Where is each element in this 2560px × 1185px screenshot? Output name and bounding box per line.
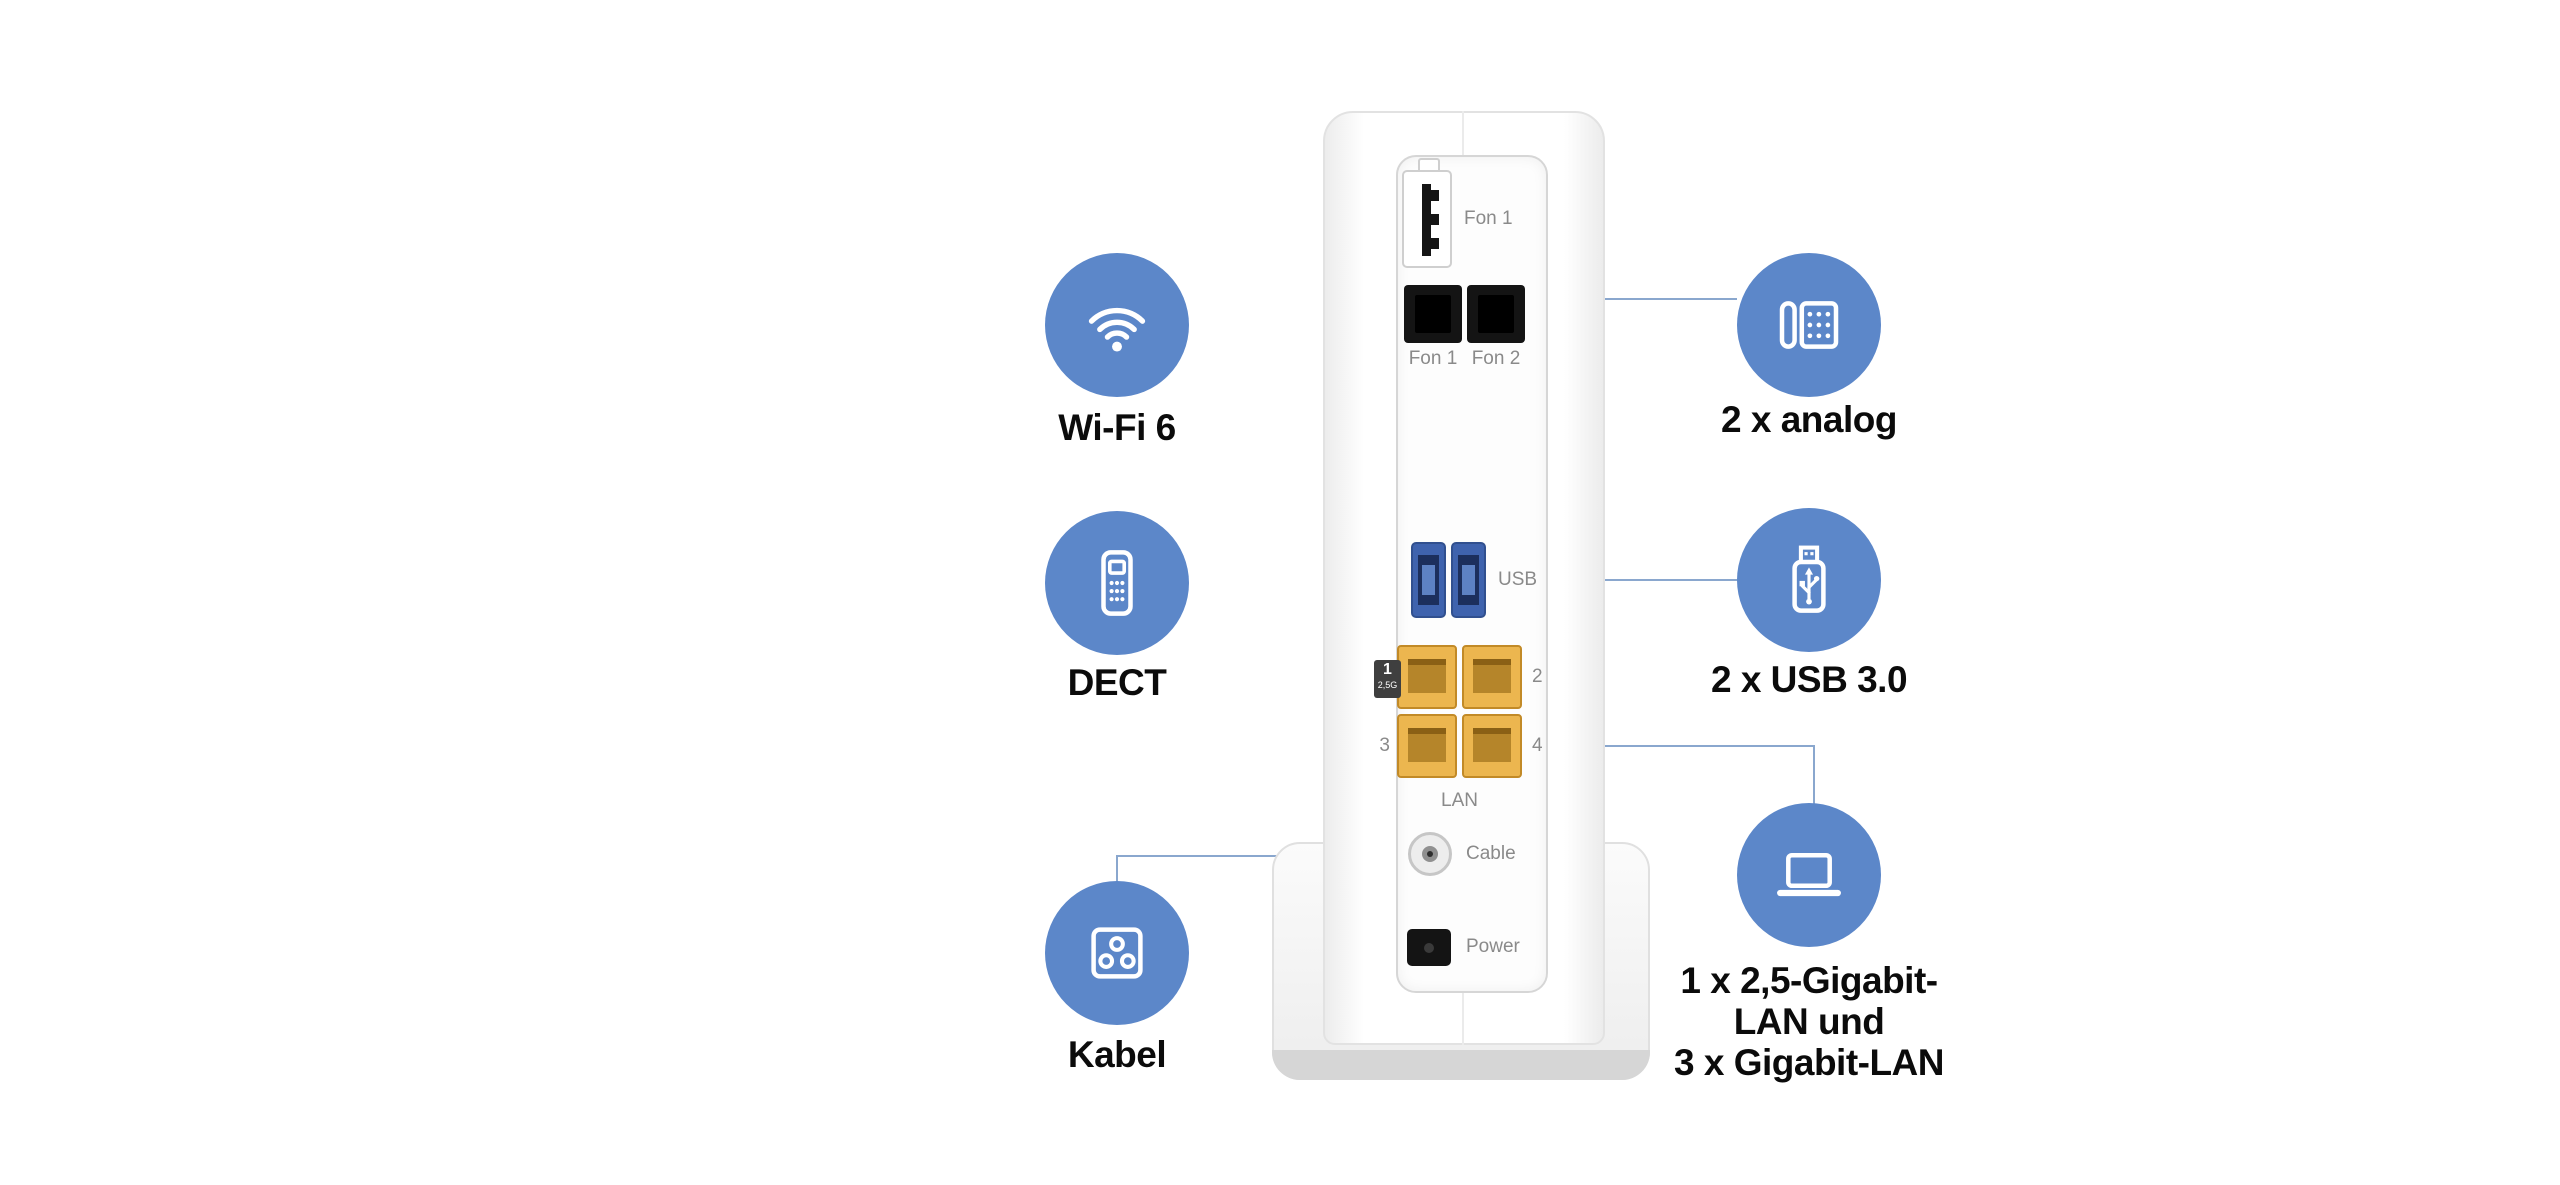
usb-stick-icon bbox=[1792, 545, 1826, 613]
dect-handset-icon bbox=[1101, 550, 1133, 616]
lan-port-1-hole bbox=[1408, 659, 1446, 693]
analog-feature-circle bbox=[1737, 253, 1881, 397]
cable-coax-connector bbox=[1408, 832, 1452, 876]
connector-line-kabel-vertical bbox=[1116, 855, 1118, 883]
power-port-label: Power bbox=[1466, 936, 1520, 957]
lan-port-3-label: 3 bbox=[1379, 735, 1390, 756]
cable-coax-pin bbox=[1427, 851, 1433, 857]
kabel-feature-label: Kabel bbox=[1067, 1034, 1167, 1075]
power-jack bbox=[1407, 929, 1451, 966]
cable-socket-icon bbox=[1091, 927, 1143, 979]
wifi-icon bbox=[1088, 307, 1146, 352]
usb-feature-label: 2 x USB 3.0 bbox=[1710, 659, 1908, 700]
lan-feature-label: 1 x 2,5-Gigabit- LAN und 3 x Gigabit-LAN bbox=[1609, 960, 2009, 1083]
lan-feature-label-line1: 1 x 2,5-Gigabit- bbox=[1680, 960, 1938, 1001]
usb-port-2 bbox=[1451, 542, 1486, 618]
lan-port-2-hole bbox=[1473, 659, 1511, 693]
lan-feature-label-line3: 3 x Gigabit-LAN bbox=[1673, 1042, 1945, 1083]
lan-port-3 bbox=[1397, 714, 1457, 778]
tae-notch bbox=[1431, 214, 1439, 225]
connector-line-lan-vertical bbox=[1813, 745, 1815, 805]
cable-coax-inner bbox=[1422, 846, 1438, 862]
usb-port-2-slot bbox=[1458, 555, 1479, 605]
lan-feature-label-line2: LAN und bbox=[1733, 1001, 1885, 1042]
power-jack-hole bbox=[1424, 942, 1434, 953]
laptop-icon bbox=[1777, 852, 1841, 897]
dect-feature-label: DECT bbox=[1067, 662, 1167, 703]
lan-port-4 bbox=[1462, 714, 1522, 778]
kabel-feature-circle bbox=[1045, 881, 1189, 1025]
usb-ports-label: USB bbox=[1498, 569, 1538, 590]
wifi-feature-circle bbox=[1045, 253, 1189, 397]
lan-port-1-number: 1 bbox=[1383, 661, 1392, 678]
tae-notch bbox=[1431, 238, 1439, 249]
fon1-port bbox=[1404, 285, 1462, 343]
lan-port-2 bbox=[1462, 645, 1522, 709]
usb-port-1-slot bbox=[1418, 555, 1439, 605]
tae-slot bbox=[1422, 184, 1431, 256]
fon1-port-hole bbox=[1415, 295, 1451, 333]
dect-feature-circle bbox=[1045, 511, 1189, 655]
fon1-port-label: Fon 1 bbox=[1408, 348, 1458, 369]
usb-feature-circle bbox=[1737, 508, 1881, 652]
connector-line-analog bbox=[1600, 298, 1737, 300]
lan-feature-circle bbox=[1737, 803, 1881, 947]
tae-port-label: Fon 1 bbox=[1464, 208, 1513, 229]
lan-port-3-hole bbox=[1408, 728, 1446, 762]
tae-socket bbox=[1402, 170, 1452, 268]
usb-port-2-tongue bbox=[1462, 565, 1475, 595]
fon2-port bbox=[1467, 285, 1525, 343]
fon2-port-label: Fon 2 bbox=[1471, 348, 1521, 369]
lan-port-1-speed: 2,5G bbox=[1377, 680, 1398, 690]
wifi-feature-label: Wi-Fi 6 bbox=[1058, 407, 1176, 448]
connector-line-usb bbox=[1600, 579, 1737, 581]
cable-port-label: Cable bbox=[1466, 843, 1516, 864]
lan-port-4-hole bbox=[1473, 728, 1511, 762]
router-stand-bottom bbox=[1272, 1050, 1650, 1080]
analog-phone-icon bbox=[1779, 301, 1839, 349]
lan-group-label: LAN bbox=[1441, 790, 1478, 811]
lan-port-1-speed-badge: 1 2,5G bbox=[1374, 660, 1401, 698]
lan-port-2-label: 2 bbox=[1532, 666, 1543, 687]
fon2-port-hole bbox=[1478, 295, 1514, 333]
lan-port-1 bbox=[1397, 645, 1457, 709]
lan-port-4-label: 4 bbox=[1532, 735, 1543, 756]
tae-notch bbox=[1431, 190, 1439, 201]
usb-port-1-tongue bbox=[1422, 565, 1435, 595]
usb-port-1 bbox=[1411, 542, 1446, 618]
analog-feature-label: 2 x analog bbox=[1721, 399, 1897, 440]
connector-line-kabel-horizontal bbox=[1116, 855, 1288, 857]
connector-line-lan-horizontal bbox=[1600, 745, 1815, 747]
